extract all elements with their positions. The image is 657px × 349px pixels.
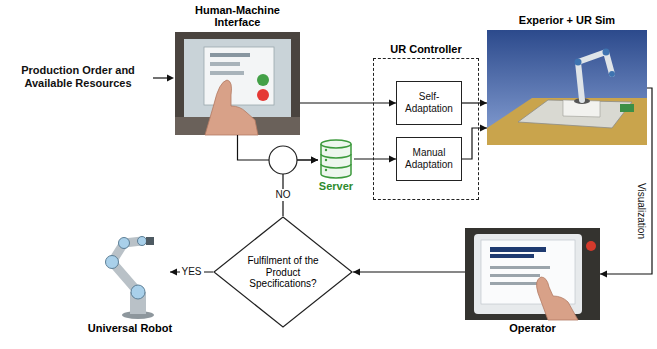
robot-arm-part	[119, 238, 130, 249]
arrow-head	[353, 269, 360, 276]
connector-line	[462, 128, 487, 159]
photo-frame: Experior + UR Sim	[487, 30, 647, 145]
input-label: Production Order and Available Resources	[4, 64, 152, 89]
arrow-head	[600, 271, 607, 278]
connector	[353, 269, 465, 276]
server-icon-part	[325, 159, 327, 161]
simulation-screenshot-part	[578, 52, 612, 100]
box-text: Self-Adaptation	[399, 91, 459, 115]
operator-photo-part	[490, 247, 546, 252]
photo-frame: Human-Machine Interface	[175, 32, 300, 135]
decision-diamond: Fulfilment of the Product Specifications…	[213, 216, 353, 328]
input-arrow-part	[167, 75, 174, 82]
connector	[300, 100, 396, 107]
hmi-photo-part	[210, 53, 250, 57]
simulation-screenshot	[487, 30, 647, 145]
hmi-photo-part	[175, 32, 300, 135]
server-icon-part	[325, 149, 327, 151]
arrow-head	[389, 100, 396, 107]
input-arrow	[153, 75, 174, 82]
process-box: Self-Adaptation	[396, 81, 462, 125]
server-node: Server	[318, 140, 354, 178]
heading-text: Server	[319, 180, 353, 193]
operator-photo-part	[586, 241, 596, 251]
simulation-screenshot-part	[487, 30, 647, 145]
connector	[238, 135, 319, 164]
arrow-head	[311, 157, 318, 164]
robot-arm-part	[131, 285, 145, 299]
input-arrow-part	[153, 77, 168, 78]
simulation-screenshot-part	[575, 59, 582, 66]
operator-photo	[465, 228, 600, 320]
simulation-screenshot-part	[487, 98, 647, 145]
operator-photo-part	[490, 274, 540, 277]
connector	[462, 100, 487, 107]
operator-photo-part	[537, 277, 578, 320]
heading-text: UR Controller	[390, 43, 462, 56]
hmi-photo-part	[210, 62, 240, 66]
server-icon-part	[321, 154, 351, 168]
connector-line	[353, 271, 465, 272]
decision-text: Fulfilment of the Product Specifications…	[243, 255, 323, 290]
operator-photo-part	[465, 228, 600, 320]
connector	[354, 156, 396, 163]
robot-arm	[106, 237, 155, 320]
robot-arm-part	[146, 237, 154, 245]
connector	[462, 125, 487, 160]
hmi-photo-part	[204, 47, 274, 105]
connector-line	[600, 88, 652, 274]
simulation-screenshot-part	[603, 49, 610, 56]
simulation-screenshot-part	[518, 100, 632, 128]
hmi-photo-part	[184, 39, 291, 117]
photo-frame: Operator	[465, 228, 600, 320]
hmi-photo	[175, 32, 300, 135]
controller-group: UR ControllerSelf-AdaptationManual Adapt…	[373, 58, 479, 200]
edge-label: Visualization	[635, 181, 647, 241]
operator-photo-part	[481, 240, 575, 304]
photo-frame: Universal Robot	[90, 232, 170, 320]
heading-text: Operator	[509, 322, 555, 335]
hmi-photo-part	[205, 80, 258, 135]
connector	[600, 88, 652, 278]
arrow-head	[480, 100, 487, 107]
diamond-shape	[214, 217, 352, 327]
edge-label: NO	[274, 189, 293, 201]
hmi-photo-part	[257, 89, 269, 101]
connector-line	[300, 102, 396, 103]
robot-arm-part	[106, 256, 119, 269]
arrow-head	[389, 156, 396, 163]
arrow-head	[480, 125, 487, 132]
connector	[283, 157, 318, 217]
simulation-screenshot-part	[609, 71, 615, 77]
server-icon-part	[321, 144, 351, 178]
hmi-photo-part	[210, 71, 244, 75]
simulation-screenshot-part	[620, 104, 634, 112]
server-icon-part	[321, 140, 351, 148]
arrow-head	[170, 269, 177, 276]
arrow-head	[311, 157, 318, 164]
operator-photo-part	[490, 254, 534, 258]
summing-junction	[269, 146, 297, 174]
server-icon-part	[325, 169, 327, 171]
operator-photo-part	[490, 266, 550, 269]
heading-text: Experior + UR Sim	[519, 14, 615, 27]
heading-text: Human-Machine Interface	[179, 4, 297, 29]
connector-line	[283, 160, 318, 216]
heading-text: Universal Robot	[88, 322, 172, 335]
server-icon	[321, 140, 351, 178]
hmi-photo-part	[257, 74, 269, 86]
robot-arm-part	[138, 237, 147, 246]
process-box: Manual Adaptation	[396, 137, 462, 181]
edge-label: YES	[179, 266, 203, 278]
box-text: Manual Adaptation	[399, 147, 459, 171]
